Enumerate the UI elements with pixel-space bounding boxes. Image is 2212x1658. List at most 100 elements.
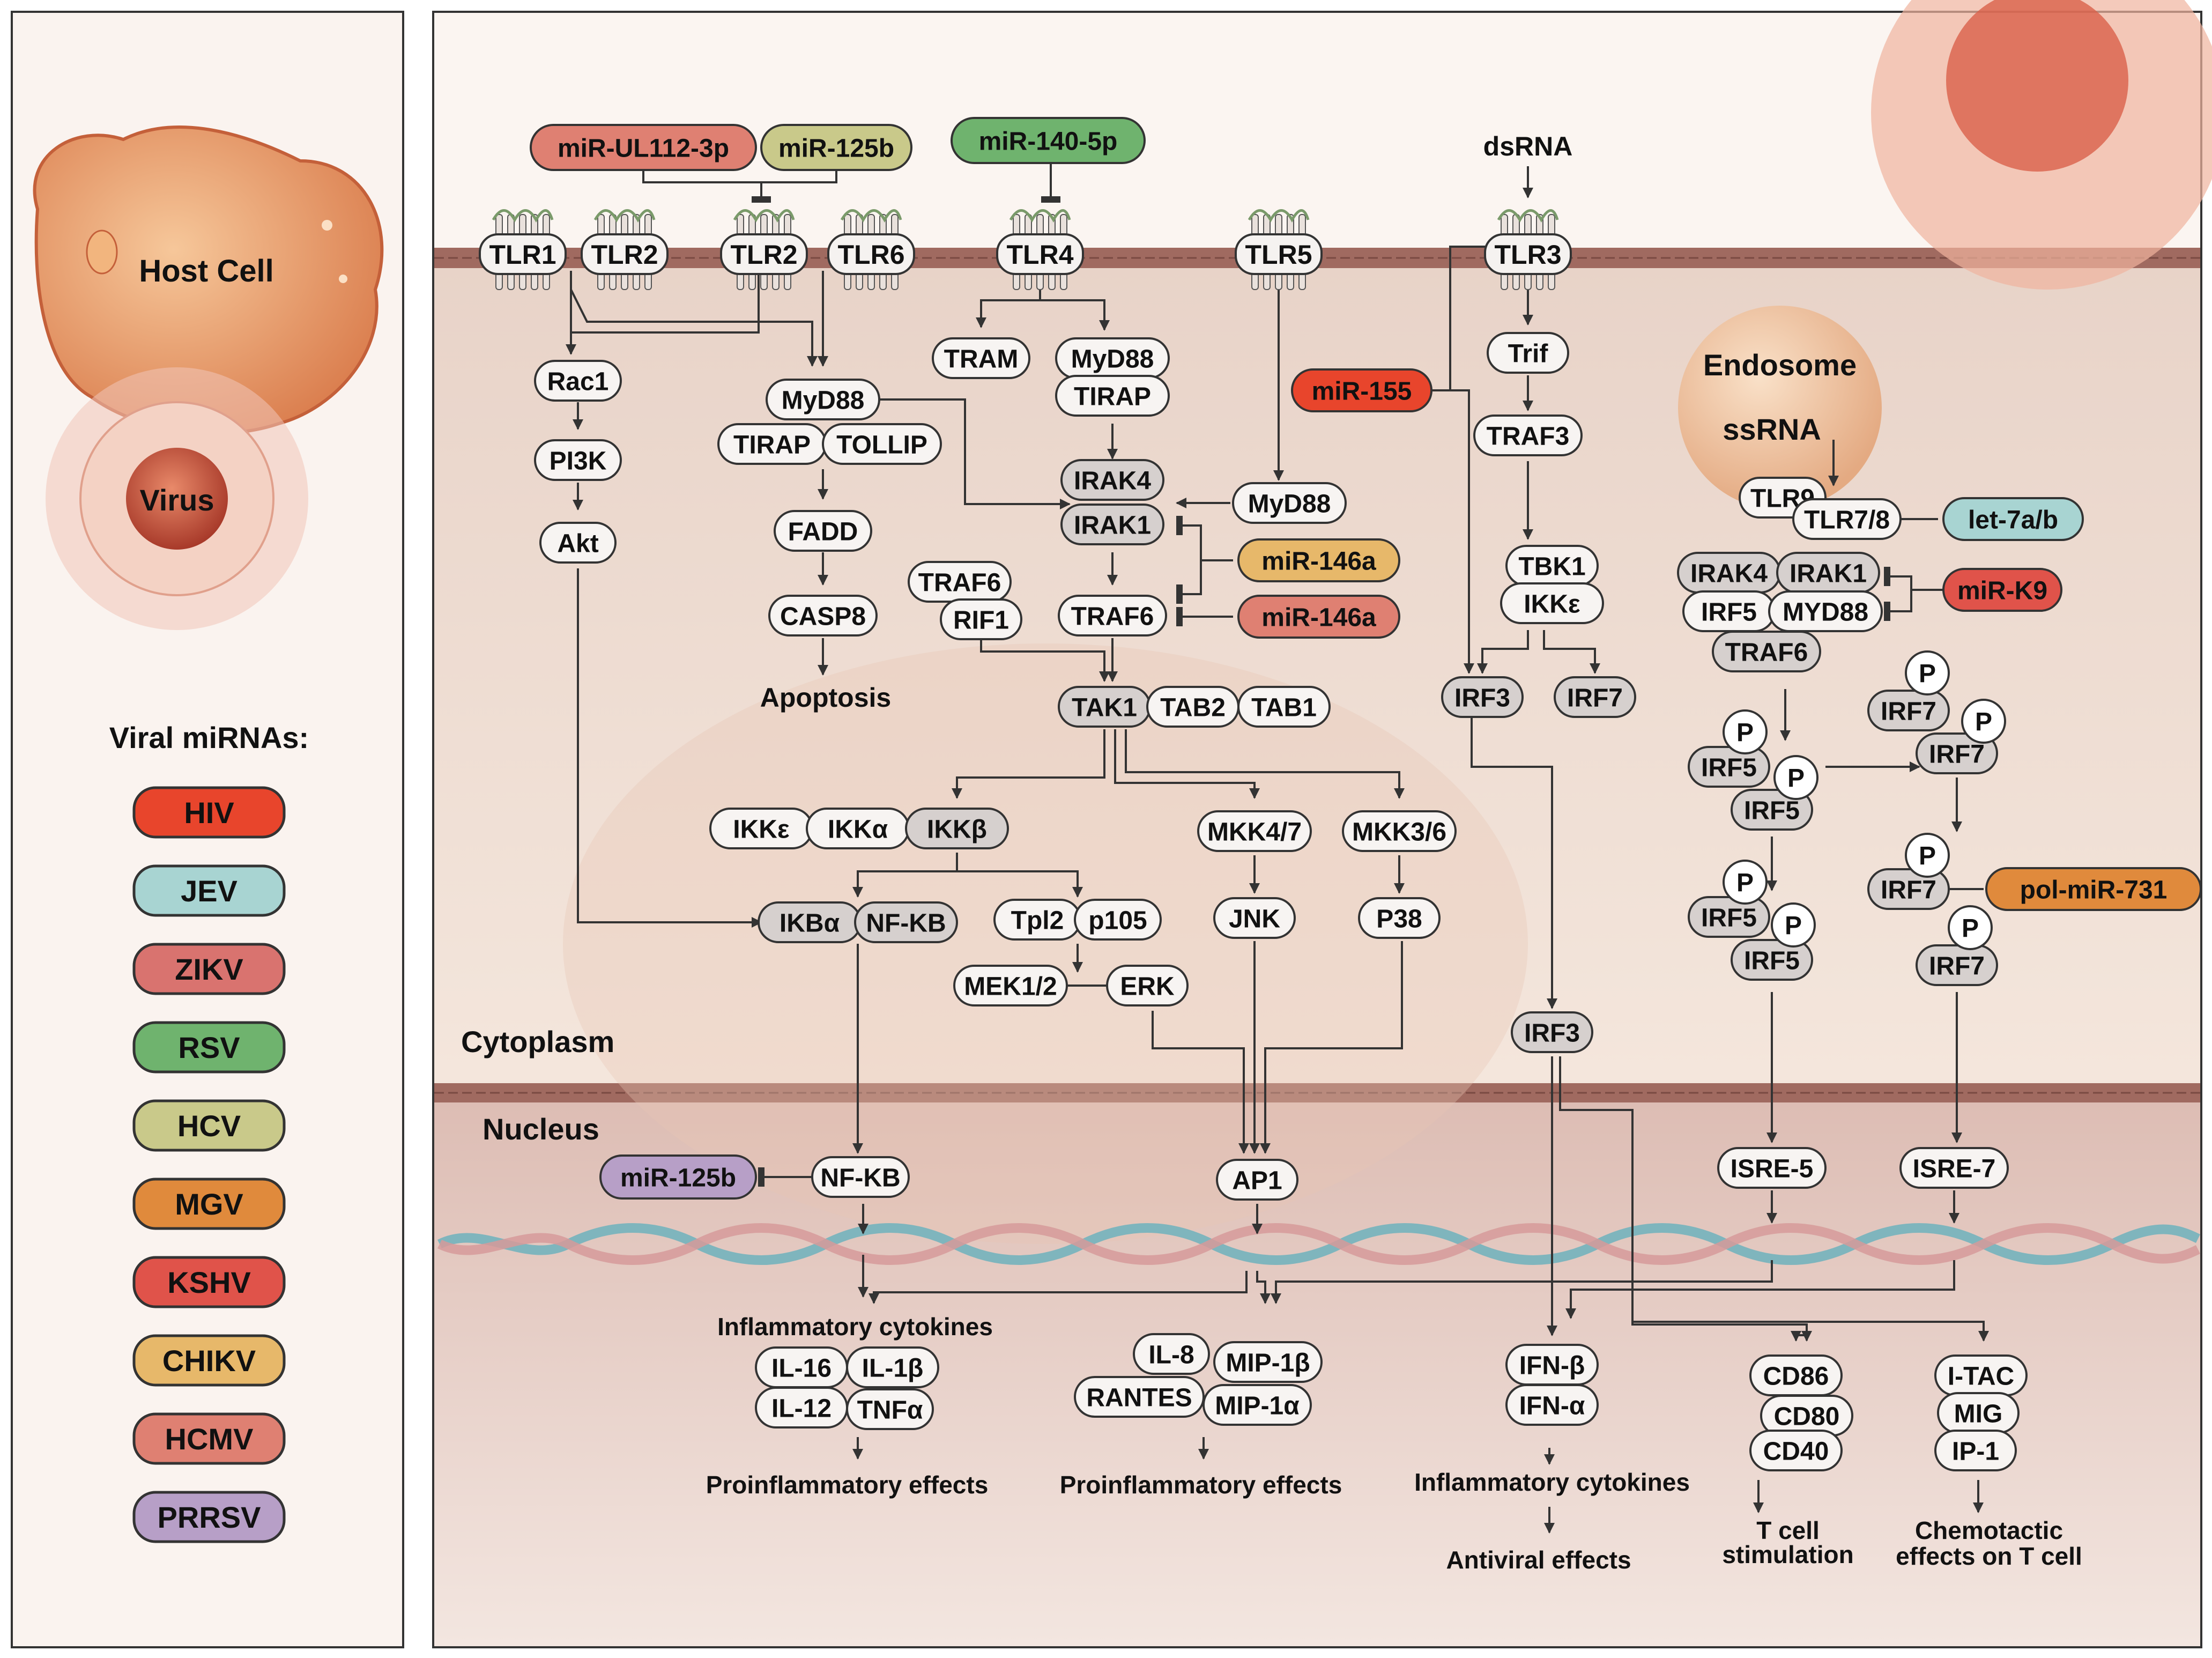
- tirap-node-a: TIRAP: [717, 423, 827, 465]
- mirna-146a-a: miR-146a: [1237, 538, 1400, 582]
- irak1-node-label: IRAK1: [1074, 511, 1151, 539]
- irf7-node-a-label: IRF7: [1567, 684, 1623, 712]
- rif1-node: RIF1: [940, 598, 1022, 640]
- nfkb-node-nucleus: NF-KB: [811, 1156, 910, 1198]
- legend-item-chikv: CHIKV: [132, 1334, 286, 1387]
- rac1-node-label: Rac1: [547, 367, 609, 396]
- phospho-label: P: [1919, 660, 1936, 688]
- irf5-node-4-label: IRF5: [1744, 946, 1800, 975]
- nfkb-node-nucleus-label: NF-KB: [820, 1164, 900, 1192]
- akt-node-label: Akt: [557, 529, 598, 558]
- mirna-125b-top: miR-125b: [760, 124, 912, 171]
- ikke-node-b-label: IKKε: [1524, 590, 1580, 618]
- inflammatory-cytokines-label-a: Inflammatory cytokines: [717, 1313, 993, 1341]
- rif1-node-label: RIF1: [953, 606, 1009, 634]
- legend-item-label: HIV: [184, 796, 234, 830]
- pi3k-node-label: PI3K: [550, 447, 607, 475]
- tak1-node-label: TAK1: [1072, 693, 1137, 722]
- il1b-node: IL-1β: [846, 1346, 939, 1388]
- itac-node-label: I-TAC: [1948, 1362, 2014, 1390]
- nfkb-node-cytoplasm: NF-KB: [854, 901, 958, 943]
- mkk47-node-label: MKK4/7: [1207, 818, 1302, 846]
- ifnb-node-label: IFN-β: [1519, 1351, 1585, 1380]
- mirna-let-7ab-label: let-7a/b: [1968, 506, 2058, 534]
- legend-item-hiv: HIV: [132, 786, 286, 839]
- tlr1-receptor-label: TLR1: [489, 240, 556, 270]
- mip1a-node: MIP-1α: [1203, 1384, 1312, 1426]
- p38-node: P38: [1358, 897, 1441, 939]
- mkk36-node: MKK3/6: [1342, 810, 1457, 852]
- isre7-node: ISRE-7: [1899, 1147, 2009, 1189]
- mirna-125b-nucleus-label: miR-125b: [620, 1164, 736, 1192]
- myd88-node-a: MyD88: [766, 379, 880, 420]
- tlr3-receptor-label: TLR3: [1495, 240, 1562, 270]
- isre5-node: ISRE-5: [1717, 1147, 1827, 1189]
- nfkb-node-cytoplasm-label: NF-KB: [866, 909, 946, 937]
- casp8-node: CASP8: [768, 595, 878, 636]
- cd86-node: CD86: [1749, 1354, 1843, 1396]
- ifna-node: IFN-α: [1505, 1384, 1599, 1426]
- tlr1-receptor: TLR1: [479, 209, 567, 290]
- proinflammatory-effects-label-a: Proinflammatory effects: [706, 1471, 989, 1499]
- tlr6-receptor-label: TLR6: [838, 240, 905, 270]
- pi3k-node: PI3K: [534, 439, 622, 481]
- rac1-node: Rac1: [534, 360, 622, 402]
- mirna-k9-label: miR-K9: [1957, 576, 2047, 605]
- tlr2-receptor-a: TLR2: [581, 209, 669, 290]
- antiviral-effects-label: Antiviral effects: [1446, 1546, 1631, 1574]
- mig-node: MIG: [1937, 1392, 2020, 1434]
- tab2-node-label: TAB2: [1160, 693, 1226, 722]
- tram-node-label: TRAM: [944, 345, 1019, 373]
- ikkb-node: IKKβ: [905, 808, 1009, 849]
- traf6-node-b-label: TRAF6: [1071, 602, 1154, 631]
- traf6-node-endosome: TRAF6: [1712, 631, 1821, 672]
- mirna-146a-b-label: miR-146a: [1261, 603, 1376, 632]
- cd86-node-label: CD86: [1763, 1362, 1829, 1390]
- irf7-node-a: IRF7: [1554, 676, 1636, 718]
- tbk1-node: TBK1: [1505, 545, 1599, 587]
- phospho-circle: P: [1961, 699, 2006, 744]
- rantes-node: RANTES: [1074, 1376, 1205, 1418]
- host-cell-icon: [33, 125, 384, 435]
- legend-item-rsv: RSV: [132, 1021, 286, 1074]
- il8-node: IL-8: [1133, 1333, 1210, 1375]
- mirna-let-7ab: let-7a/b: [1942, 497, 2084, 541]
- legend-item-label: JEV: [181, 874, 237, 908]
- irf7-node-4-label: IRF7: [1929, 952, 1985, 980]
- ikka-node-label: IKKα: [828, 815, 888, 843]
- cd40-node: CD40: [1749, 1430, 1843, 1471]
- phospho-label: P: [1919, 842, 1936, 870]
- legend-item-jev: JEV: [132, 864, 286, 917]
- legend-item-prrsv: PRRSV: [132, 1491, 286, 1543]
- ikkb-node-label: IKKβ: [927, 815, 987, 843]
- phospho-label: P: [1787, 764, 1805, 793]
- legend-item-label: HCV: [177, 1109, 241, 1143]
- chemotactic-label-1: Chemotactic: [1915, 1516, 2063, 1544]
- casp8-node-label: CASP8: [780, 602, 866, 631]
- legend-item-label: ZIKV: [175, 952, 243, 986]
- legend-item-label: CHIKV: [162, 1344, 256, 1378]
- trif-node: Trif: [1487, 332, 1569, 374]
- legend-item-kshv: KSHV: [132, 1256, 286, 1308]
- tlr78-receptor-label: TLR7/8: [1804, 506, 1890, 534]
- tlr2-receptor-a-label: TLR2: [591, 240, 658, 270]
- il16-node-label: IL-16: [771, 1354, 832, 1382]
- inflammatory-cytokines-label-b: Inflammatory cytokines: [1414, 1468, 1690, 1496]
- legend-item-hcv: HCV: [132, 1099, 286, 1152]
- erk-node-label: ERK: [1120, 972, 1175, 1001]
- endosome-label: Endosome: [1703, 348, 1857, 382]
- myd88-node-endosome: MYD88: [1768, 590, 1883, 632]
- mirna-125b-top-label: miR-125b: [778, 134, 894, 162]
- traf3-node: TRAF3: [1473, 415, 1583, 456]
- proinflammatory-effects-label-b: Proinflammatory effects: [1060, 1471, 1342, 1499]
- phospho-circle: P: [1723, 709, 1768, 754]
- traf6-node-a: TRAF6: [908, 561, 1012, 603]
- ikka-node: IKKα: [806, 808, 910, 849]
- irf7-node-1: IRF7: [1867, 690, 1950, 731]
- tirap-node-a-label: TIRAP: [733, 431, 811, 459]
- phospho-label: P: [1962, 914, 1979, 943]
- tlr78-receptor: TLR7/8: [1792, 498, 1902, 540]
- legend-item-label: MGV: [175, 1187, 243, 1221]
- jnk-node-label: JNK: [1229, 905, 1280, 933]
